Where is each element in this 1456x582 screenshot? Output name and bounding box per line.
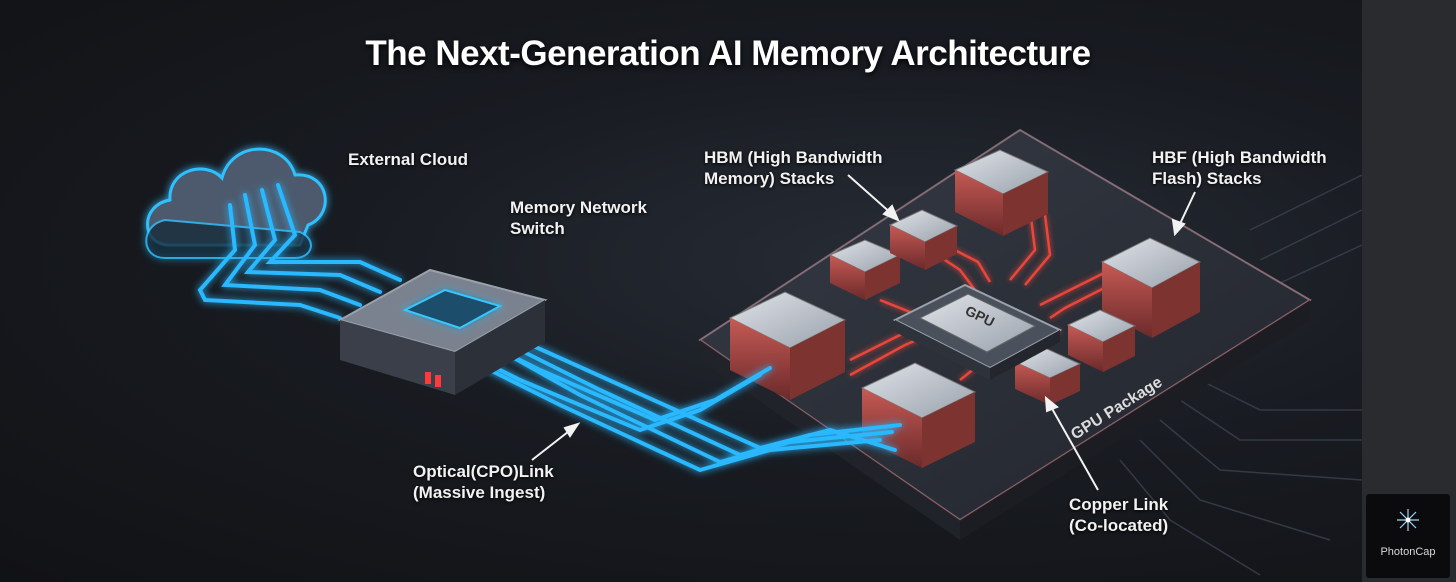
logo-text: PhotonCap — [1366, 546, 1450, 558]
label-copper-line-1: Copper Link — [1069, 494, 1168, 515]
label-hbf-line-2: Flash) Stacks — [1152, 168, 1327, 189]
label-hbm-stacks: HBM (High Bandwidth Memory) Stacks — [704, 147, 882, 189]
label-copper-link: Copper Link (Co-located) — [1069, 494, 1168, 536]
page-title: The Next-Generation AI Memory Architectu… — [0, 34, 1456, 74]
label-memory-switch-line-2: Switch — [510, 218, 647, 239]
sparkle-icon — [1396, 508, 1420, 532]
label-external-cloud-text: External Cloud — [348, 149, 468, 170]
label-copper-line-2: (Co-located) — [1069, 515, 1168, 536]
label-memory-network-switch: Memory Network Switch — [510, 197, 647, 239]
photoncap-logo: PhotonCap — [1366, 494, 1450, 578]
label-optical-link: Optical(CPO)Link (Massive Ingest) — [413, 461, 554, 503]
label-memory-switch-line-1: Memory Network — [510, 197, 647, 218]
label-external-cloud: External Cloud — [348, 149, 468, 170]
label-hbf-line-1: HBF (High Bandwidth — [1152, 147, 1327, 168]
label-optical-line-1: Optical(CPO)Link — [413, 461, 554, 482]
label-hbm-line-1: HBM (High Bandwidth — [704, 147, 882, 168]
label-hbm-line-2: Memory) Stacks — [704, 168, 882, 189]
label-hbf-stacks: HBF (High Bandwidth Flash) Stacks — [1152, 147, 1327, 189]
label-optical-line-2: (Massive Ingest) — [413, 482, 554, 503]
